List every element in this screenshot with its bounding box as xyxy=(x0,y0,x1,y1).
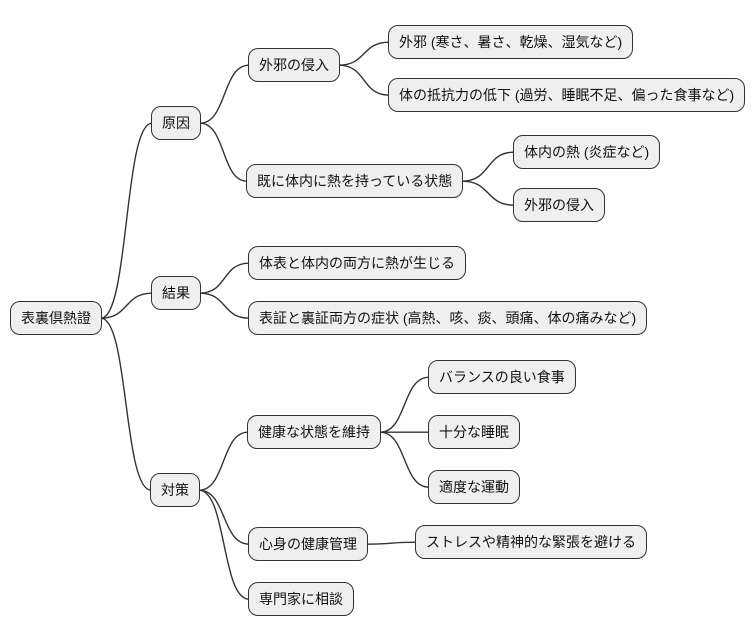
node-sufficient-sleep: 十分な睡眠 xyxy=(428,415,520,450)
node-lowered-resistance: 体の抵抗力の低下 (過労、睡眠不足、偏った食事など) xyxy=(388,78,746,113)
node-preexisting-heat: 既に体内に熱を持っている状態 xyxy=(246,164,464,199)
node-combined-symptoms: 表証と裏証両方の症状 (高熱、咳、痰、頭痛、体の痛みなど) xyxy=(248,301,648,336)
node-avoid-stress: ストレスや精神的な緊張を避ける xyxy=(415,525,647,560)
node-mindbody-care: 心身の健康管理 xyxy=(248,527,368,562)
node-cause: 原因 xyxy=(151,106,201,141)
node-internal-heat: 体内の熱 (炎症など) xyxy=(513,135,661,170)
node-moderate-exercise: 適度な運動 xyxy=(428,470,520,505)
node-heat-both-areas: 体表と体内の両方に熱が生じる xyxy=(248,246,466,281)
node-root-syndrome: 表裏倶熱證 xyxy=(10,301,102,336)
node-consult-specialist: 専門家に相談 xyxy=(248,582,354,617)
node-measures: 対策 xyxy=(150,473,200,508)
node-pathogen-invasion: 外邪の侵入 xyxy=(248,48,340,83)
node-maintain-health: 健康な状態を維持 xyxy=(247,415,381,450)
node-result: 結果 xyxy=(151,276,201,311)
node-pathogen-invasion-2: 外邪の侵入 xyxy=(513,188,605,223)
node-balanced-diet: バランスの良い食事 xyxy=(428,360,576,395)
node-external-pathogens: 外邪 (寒さ、暑さ、乾燥、湿気など) xyxy=(388,25,634,60)
